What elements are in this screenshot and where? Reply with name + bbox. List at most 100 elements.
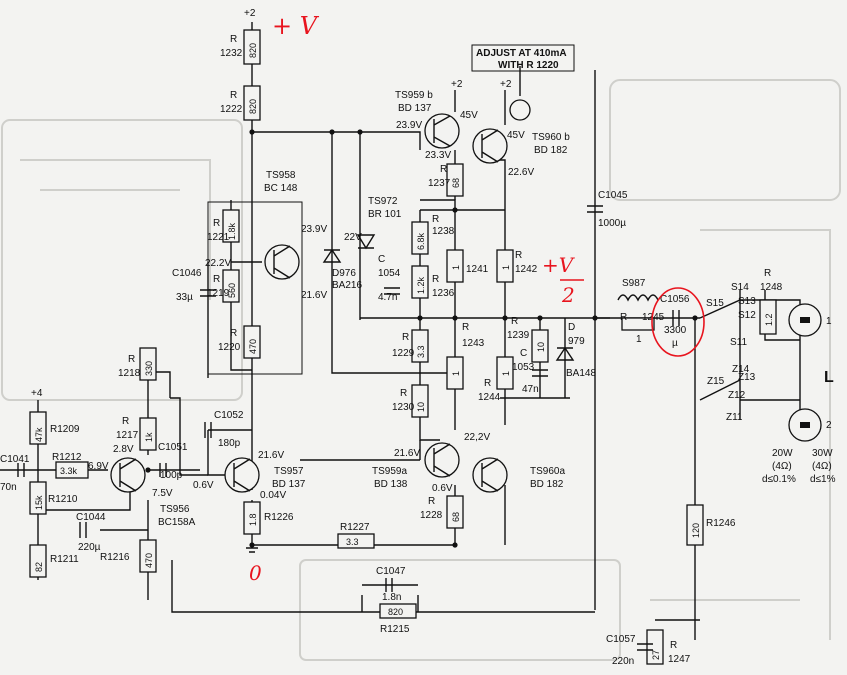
r1243-num: 1243: [462, 338, 485, 349]
resistor-r1227-body: [337, 533, 375, 549]
r1243-ref: R: [462, 322, 469, 333]
resistor-r1238-body: [411, 221, 429, 255]
r1227-ref: R1227: [340, 522, 370, 533]
ts959a-name: TS959a: [372, 466, 407, 477]
r1239-num: 1239: [507, 330, 530, 341]
r1244-num: 1244: [478, 392, 501, 403]
c1051-ref: C1051: [158, 442, 188, 453]
r1247-value: 27: [651, 650, 661, 660]
voltage-004: 0.04V: [260, 490, 286, 501]
speaker-dist-2: d≤1%: [810, 474, 836, 485]
c1046-value: 33µ: [176, 292, 193, 303]
diodes: [322, 248, 575, 361]
background-pcb-traces: [1, 79, 841, 661]
diode-d979-symbol: [555, 346, 575, 361]
ts960b-type: BD 182: [534, 145, 568, 156]
transistor-ts972-symbol: [356, 234, 376, 250]
resistor-r1246-body: [686, 504, 704, 546]
c1044-ref: C1044: [76, 512, 106, 523]
r1220-value: 470: [248, 339, 258, 354]
annotation-c1056-circle: [651, 287, 705, 357]
r1220-num: 1220: [218, 342, 241, 353]
r1228-ref: R: [428, 496, 435, 507]
ts972-name: TS972: [368, 196, 398, 207]
resistor-r1228-body: [446, 495, 464, 529]
r1222-value: 820: [248, 99, 258, 114]
voltage-28: 2.8V: [113, 444, 134, 455]
c1056-value: 3300: [664, 325, 687, 336]
r1232-ref: R: [230, 34, 237, 45]
d979-num: 979: [568, 336, 585, 347]
r1237-ref: R: [440, 164, 447, 175]
resistor-r1220-body: [243, 325, 261, 359]
resistor-r1209-body: [29, 411, 47, 445]
c1041-ref: C1041: [0, 454, 30, 465]
d979-ref: D: [568, 322, 575, 333]
r1242-ref: R: [515, 250, 522, 261]
resistor-r1210-body: [29, 481, 47, 515]
r1217-value: 1k: [144, 432, 154, 442]
voltage-45-b: 45V: [507, 130, 525, 141]
diode-d976-symbol: [322, 248, 342, 263]
annotation-zero: 0: [249, 561, 262, 585]
resistor-r1239-body: [531, 329, 549, 363]
speaker-1-label: 1: [826, 316, 832, 327]
r1245-value: 1: [636, 334, 642, 345]
d976-ref: D976: [332, 268, 356, 279]
switch-s11: S11: [730, 337, 747, 348]
r1244-ref: R: [484, 378, 491, 389]
capacitor-c1044-symbol: [79, 522, 87, 538]
resistor-r1215-body: [379, 603, 417, 619]
capacitor-c1047-symbol: [385, 578, 393, 592]
r1241-num: 1241: [466, 264, 489, 275]
c1047-ref: C1047: [376, 566, 406, 577]
r1232-value: 820: [248, 43, 258, 58]
switch-z15: Z15: [707, 376, 725, 387]
junction-dots: [35, 129, 698, 548]
resistor-r1219-body: [222, 269, 240, 303]
r1210-value: 15k: [34, 495, 44, 510]
c1044-value: 220µ: [78, 542, 101, 553]
switch-z11: Z11: [726, 412, 743, 423]
voltage-216: 21.6V: [301, 290, 327, 301]
c1052-ref: C1052: [214, 410, 244, 421]
switch-s12: S12: [738, 310, 756, 321]
ground-symbol: [246, 547, 258, 553]
transistors: [110, 113, 508, 493]
resistor-bodies: [29, 29, 777, 665]
adjust-note-box: [471, 44, 575, 72]
r1248-value: 1.2: [764, 313, 774, 326]
resistor-r1247-body: [646, 629, 664, 665]
r1221-value: 1.8k: [227, 222, 237, 240]
r1228-value: 68: [451, 512, 461, 522]
voltage-233: 23.3V: [425, 150, 451, 161]
r1239-value: 10: [536, 342, 546, 352]
r1211-value: 82: [34, 562, 44, 572]
resistor-r1212-body: [55, 461, 89, 479]
transistor-ts956-symbol: [110, 457, 146, 493]
resistor-r1248-body: [759, 299, 777, 335]
r1212-value: 3.3k: [60, 466, 78, 476]
transistor-ts957-symbol: [224, 457, 260, 493]
r1217-num: 1217: [116, 430, 139, 441]
c1046-ref: C1046: [172, 268, 202, 279]
r1229-value: 3.3: [416, 345, 426, 358]
c1053-ref: C: [520, 348, 527, 359]
transistor-ts959b-symbol: [424, 113, 460, 149]
left-supply-label: +4: [31, 388, 43, 399]
channel-label: L: [824, 369, 834, 386]
r1229-num: 1229: [392, 348, 415, 359]
c1052-value: 180p: [218, 438, 241, 449]
r1222-ref: R: [230, 90, 237, 101]
resistor-r1217-body: [139, 417, 157, 451]
speakers: [788, 303, 822, 442]
resistor-r1230-body: [411, 384, 429, 418]
r1243-value: 1: [451, 371, 461, 376]
r1236-ref: R: [432, 274, 439, 285]
r1232-num: 1232: [220, 48, 243, 59]
voltage-06a: 0.6V: [193, 480, 214, 491]
r1237-num: 1237: [428, 178, 451, 189]
r1221-num: 1221: [207, 232, 230, 243]
capacitor-c1056-symbol: [672, 310, 680, 326]
r1245-num: 1245: [642, 312, 665, 323]
